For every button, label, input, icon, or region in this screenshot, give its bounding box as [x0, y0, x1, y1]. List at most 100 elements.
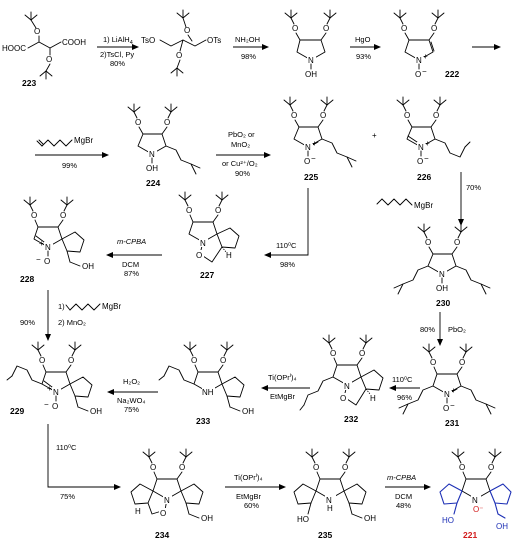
- compound-235-structure: O O OH HO N H 235: [293, 448, 376, 540]
- plus-sign: +: [372, 131, 377, 140]
- step-5-reagent-1: PbO₂ or: [228, 130, 255, 139]
- atom-o-234c: O: [160, 509, 166, 518]
- atom-n-226: N: [418, 143, 424, 152]
- step-9: 90% 1) MgBr 2) MnO₂: [20, 290, 121, 341]
- atom-o-221a: O: [459, 463, 465, 472]
- step-1-yield: 80%: [110, 59, 125, 68]
- step-9-step2: 2) MnO₂: [58, 318, 86, 327]
- step-2-yield: 98%: [241, 52, 256, 61]
- step-3-yield: 93%: [356, 52, 371, 61]
- compound-228-structure: O O OH N + O − 228: [20, 196, 94, 284]
- atom-oh-228: OH: [82, 262, 94, 271]
- step-11-yield: 75%: [124, 405, 139, 414]
- atom-oh-233: OH: [242, 407, 254, 416]
- atom-o-232a: O: [330, 349, 336, 358]
- compound-222-structure: O O N + O − 222: [393, 9, 459, 79]
- compound-234-structure: O O OH N O H 234: [130, 448, 213, 540]
- grignard-mgbr-4: MgBr: [74, 136, 93, 145]
- atom-h-235: H: [327, 504, 333, 513]
- step-16-reagent-1: m-CPBA: [387, 473, 416, 482]
- step-14: 110⁰C 75%: [47, 424, 121, 501]
- step-10-yield: 80%: [420, 325, 435, 334]
- atom-n-235: N: [326, 496, 332, 505]
- atom-o-225a: O: [291, 111, 297, 120]
- compound-227-structure: O O N O H 227: [178, 191, 240, 280]
- atom-n-231: N: [444, 390, 450, 399]
- step-2-reagent: NH₂OH: [235, 35, 260, 44]
- charge-minus-229: −: [44, 400, 49, 409]
- atom-o-minus-222: O: [415, 70, 421, 79]
- atom-n-ha: N: [308, 56, 314, 65]
- atom-o-231a: O: [430, 358, 436, 367]
- step-13-temp: 110⁰C: [392, 375, 413, 384]
- step-3-reagent: HgO: [355, 35, 371, 44]
- atom-n-225: N: [305, 143, 311, 152]
- charge-plus-228: +: [39, 239, 44, 248]
- step-15-yield: 60%: [244, 501, 259, 510]
- atom-tso: TsO: [141, 36, 155, 45]
- compound-225-structure: O O N + O − 225: [283, 96, 357, 182]
- step-11-reagent-2: Na₂WO₄: [117, 396, 145, 405]
- compound-224-label: 224: [146, 178, 160, 188]
- compound-231-structure: O O N + O − 231: [398, 343, 496, 428]
- atom-o-229b: O: [68, 356, 74, 365]
- atom-o-228b: O: [60, 211, 66, 220]
- atom-o-234a: O: [150, 463, 156, 472]
- atom-o-dts-b: O: [176, 51, 182, 60]
- charge-plus-225: +: [312, 139, 317, 148]
- step-15-reagent-2: EtMgBr: [236, 492, 262, 501]
- charge-plus-222: +: [423, 52, 428, 61]
- compound-227-label: 227: [200, 270, 214, 280]
- step-12-reagent-2: EtMgBr: [270, 392, 296, 401]
- step-5: PbO₂ or MnO₂ or Cu²⁺/O₂ 90%: [216, 130, 271, 178]
- atom-o-ha-b: O: [323, 24, 329, 33]
- atom-n-229: N: [53, 388, 59, 397]
- charge-minus-225: −: [311, 154, 316, 163]
- compound-235-label: 235: [318, 530, 332, 540]
- step-3: HgO 93%: [350, 35, 381, 61]
- atom-o-232b: O: [359, 349, 365, 358]
- step-5-yield: 90%: [235, 169, 250, 178]
- atom-o-minus-231: O: [443, 404, 449, 413]
- atom-o-233b: O: [220, 356, 226, 365]
- atom-o-234b: O: [179, 463, 185, 472]
- atom-n-230: N: [439, 270, 445, 279]
- atom-o-minus-221: O⁻: [473, 505, 483, 514]
- charge-minus-228: −: [36, 255, 41, 264]
- atom-ots: OTs: [207, 36, 221, 45]
- compound-228-label: 228: [20, 274, 34, 284]
- step-15-reagent-1: Ti(OPri)₄: [234, 473, 263, 482]
- atom-n-234: N: [164, 496, 170, 505]
- atom-n-228: N: [45, 243, 51, 252]
- compound-229-structure: O O OH N + O − 229: [6, 341, 102, 416]
- step-9-yield: 90%: [20, 318, 35, 327]
- compound-230-label: 230: [436, 298, 450, 308]
- compound-232-label: 232: [344, 414, 358, 424]
- atom-oh-ha: OH: [305, 70, 317, 79]
- step-4: MgBr 99%: [35, 136, 109, 170]
- atom-o-228a: O: [31, 211, 37, 220]
- atom-oh-221: OH: [496, 522, 508, 531]
- step-14-temp: 110⁰C: [56, 443, 77, 452]
- atom-o-223a: O: [34, 27, 40, 36]
- atom-nh-233: NH: [202, 388, 214, 397]
- atom-oh-234: OH: [201, 514, 213, 523]
- grignard-mgbr-9: MgBr: [102, 302, 121, 311]
- compound-224-structure: O O N OH 224: [127, 103, 201, 188]
- atom-o-229a: O: [39, 356, 45, 365]
- compound-230-structure: O O N OH 230: [393, 223, 491, 308]
- step-12-reagent-1: Ti(OPri)₄: [268, 373, 297, 382]
- step-12: Ti(OPri)₄ EtMgBr: [261, 373, 310, 401]
- step-2: NH₂OH 98%: [233, 35, 269, 61]
- compound-233-label: 233: [196, 416, 210, 426]
- atom-o-227c: O: [196, 251, 202, 260]
- step-7-reagent-2: DCM: [122, 260, 139, 269]
- atom-oh-235: OH: [364, 514, 376, 523]
- atom-o-227a: O: [186, 206, 192, 215]
- compound-221-structure: O O OH HO N O⁻ 221: [439, 448, 512, 540]
- atom-h-232: H: [370, 394, 376, 403]
- atom-o-224b: O: [164, 118, 170, 127]
- step-8: MgBr 70%: [376, 172, 481, 226]
- charge-plus-226: +: [425, 139, 430, 148]
